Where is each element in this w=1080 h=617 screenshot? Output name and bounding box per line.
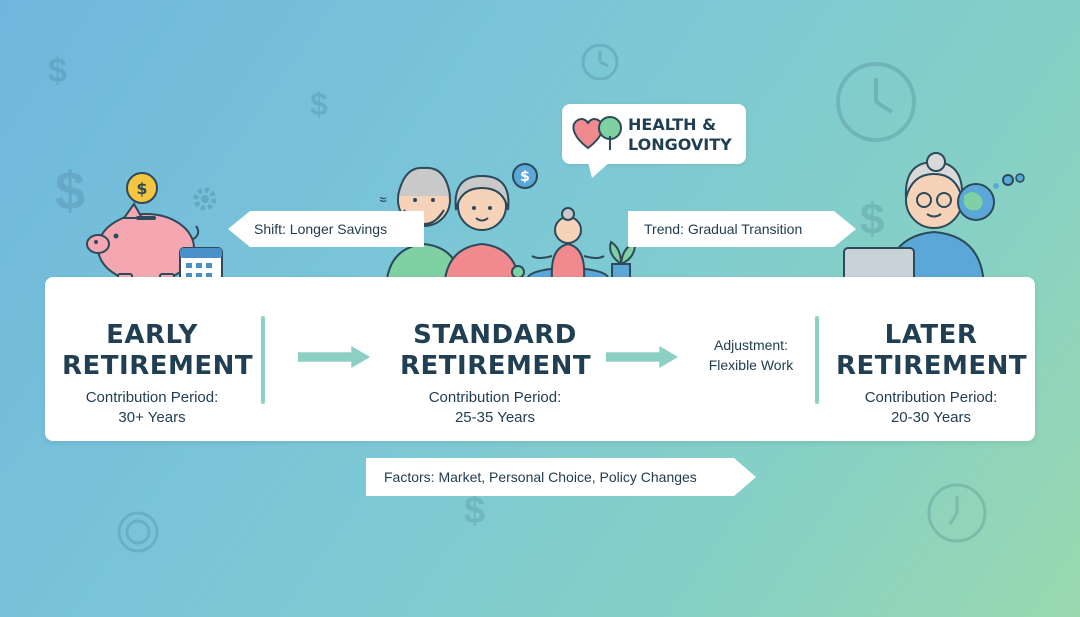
stage-title-line-2: RETIREMENT — [836, 351, 1028, 381]
shift-longer-savings-label: Shift: Longer Savings — [254, 221, 388, 237]
stage-title-line-2: RETIREMENT — [400, 351, 592, 381]
stage-divider — [815, 316, 819, 404]
adjustment-line-2: Flexible Work — [708, 357, 794, 373]
svg-text:≈: ≈ — [380, 192, 388, 208]
adjustment-line-1: Adjustment: — [714, 337, 788, 353]
trend-gradual-transition-arrow: Trend: Gradual Transition — [628, 211, 856, 247]
dollar-icon: $ — [310, 86, 328, 122]
heart-tree-icon — [572, 116, 622, 150]
stage-sub-line-1: Contribution Period: — [864, 389, 998, 406]
clock-icon — [927, 483, 987, 543]
dollar-icon: $ — [55, 161, 86, 221]
callout-line-2: LONGOVITY — [628, 135, 732, 154]
svg-text:$: $ — [520, 169, 530, 185]
dollar-icon: $ — [48, 52, 67, 90]
gear-icon — [193, 187, 217, 211]
retirement-stages-panel — [45, 277, 1035, 441]
stage-later-retirement: LATER RETIREMENT Contribution Period: 20… — [836, 320, 1028, 428]
clock-icon — [581, 43, 619, 81]
stage-sub-line-1: Contribution Period: — [428, 389, 562, 406]
stage-title-line-1: LATER — [884, 320, 978, 350]
dollar-icon: $ — [464, 490, 486, 532]
elderly-woman-laptop-illustration — [840, 152, 1025, 293]
flow-arrow — [297, 346, 371, 368]
piggy-bank-icon: $ — [86, 172, 223, 289]
trend-gradual-transition-label: Trend: Gradual Transition — [644, 221, 803, 237]
stage-divider — [261, 316, 265, 404]
stage-title-line-2: RETIREMENT — [62, 351, 254, 381]
health-longevity-callout: HEALTH & LONGOVITY — [562, 104, 746, 164]
svg-text:$: $ — [136, 179, 147, 198]
stage-title-line-1: EARLY — [106, 320, 198, 350]
shift-longer-savings-arrow: Shift: Longer Savings — [228, 211, 424, 247]
stage-sub-line-2: 25-35 Years — [454, 409, 536, 426]
flow-arrow — [605, 346, 679, 368]
callout-pointer — [588, 162, 610, 178]
stage-sub-line-2: 20-30 Years — [890, 409, 972, 426]
factors-arrow: Factors: Market, Personal Choice, Policy… — [366, 458, 756, 496]
stage-title-line-1: STANDARD — [413, 320, 577, 350]
clock-icon — [836, 62, 916, 142]
coin-icon — [117, 511, 159, 553]
stage-early-retirement: EARLY RETIREMENT Contribution Period: 30… — [62, 320, 254, 428]
factors-label: Factors: Market, Personal Choice, Policy… — [384, 469, 697, 485]
dollar-icon: $ — [860, 195, 885, 244]
adjustment-note: Adjustment: Flexible Work — [692, 335, 810, 375]
callout-line-1: HEALTH & — [628, 115, 717, 134]
stage-sub-line-2: 30+ Years — [118, 409, 186, 426]
stage-sub-line-1: Contribution Period: — [85, 389, 219, 406]
stage-standard-retirement: STANDARD RETIREMENT Contribution Period:… — [400, 320, 592, 428]
